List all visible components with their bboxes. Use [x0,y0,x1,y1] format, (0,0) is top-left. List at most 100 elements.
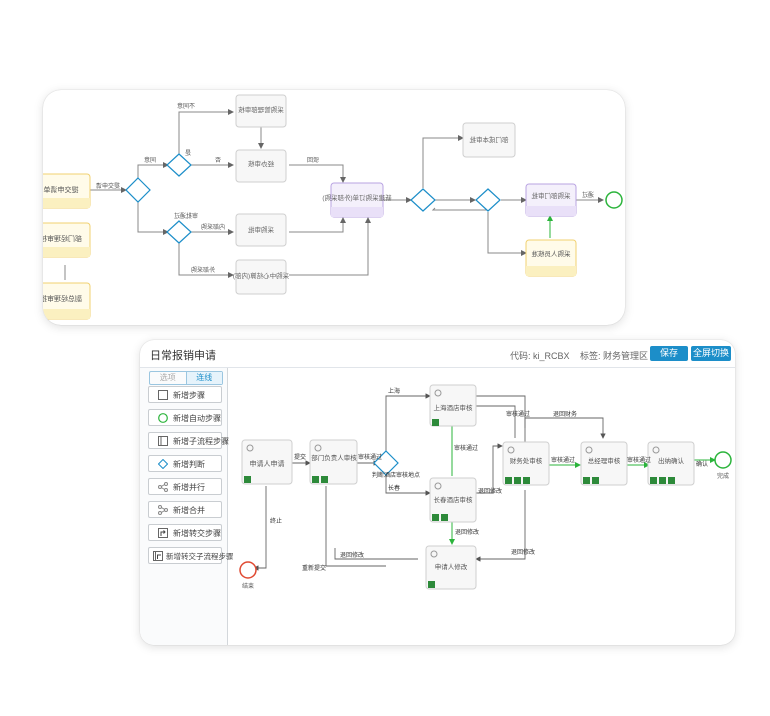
tool-label: 新增判断 [173,460,205,469]
user-icon [246,444,254,452]
flow-tag: 标签: 财务管理区 [580,351,649,361]
mirrored-node: 采购人员核准 [525,239,577,277]
node-label: 申请人申请 [250,459,285,468]
edge [178,109,234,155]
decision-icon[interactable] [373,450,399,476]
node-shanghai[interactable]: 上海酒店审核 [429,384,477,427]
edge-label: 退回修改 [511,548,535,556]
edge-approve-sh[interactable] [476,405,516,438]
node-dept[interactable]: 部门负责人审核 [309,439,358,485]
add-transfer-step-button[interactable]: 新增转交步骤 [148,524,222,541]
edge-changchun[interactable] [385,475,431,496]
end-circle-icon[interactable] [239,561,257,579]
edge-return-finance-2[interactable] [524,417,606,439]
end-circle-icon [605,191,623,209]
mirrored-label: 采购审批 [248,225,275,234]
decision-icon [166,153,192,177]
user-icon [507,446,515,454]
mirrored-edge-label: 外部采购 [191,266,215,274]
auto-step-icon [158,413,168,423]
designer-header: 日常报销申请 代码: ki_RCBX 标签: 财务管理区 保存 全屏切换 [140,340,735,368]
decision-icon [410,188,436,212]
node-changchun[interactable]: 长春酒店审核 [429,477,477,523]
tab-connect[interactable]: 连线 [185,372,222,384]
flow-canvas[interactable]: 申请人申请 部门负责人审核 上海酒店审核 长春酒店审核 申请人修改 [228,368,735,645]
mirrored-edge-label: 驳回 [307,156,319,164]
user-icon [652,446,660,454]
edge-approve-cc[interactable] [476,443,503,494]
edge-terminate[interactable] [253,486,267,571]
edge-label: 判断酒店审核地点 [372,471,420,479]
node-label: 长春酒店审核 [434,495,474,504]
edge-return-finance[interactable] [476,395,526,446]
tool-label: 新增自动步骤 [173,414,221,423]
edge-return-modify[interactable] [334,548,418,560]
tool-label: 新增转交步骤 [173,529,221,538]
node-label: 出纳确认 [658,456,685,465]
edge [178,242,234,278]
flag-icon [592,477,599,484]
flag-icon [659,477,666,484]
add-step-button[interactable]: 新增步骤 [148,386,222,403]
merge-icon [158,505,168,515]
edge [289,217,371,276]
mirrored-label: 部门成本审批 [469,135,509,144]
add-decision-button[interactable]: 新增判断 [148,455,222,472]
edge [137,162,169,178]
user-icon [434,389,442,397]
mirrored-node: 部门经理审核 [43,222,91,258]
done-circle-icon[interactable] [714,451,732,469]
transfer-subprocess-icon [153,551,163,561]
node-label: 申请人修改 [435,562,468,571]
subprocess-icon [158,436,168,446]
mirrored-label: 部门经理审核 [43,234,82,243]
mirrored-edge-label: 通过 [582,191,594,199]
add-parallel-button[interactable]: 新增并行 [148,478,222,495]
node-label: 上海酒店审核 [434,403,474,412]
page-title: 日常报销申请 [150,350,216,362]
edge-label: 确认 [696,460,708,468]
flag-icon [244,476,251,483]
fullscreen-button[interactable]: 全屏切换 [691,346,731,361]
edge-label: 审核通过 [627,456,651,464]
mirrored-workflow-card: 提交申请单 部门经理审核 副总经理审批 采购管理 [43,90,625,325]
mirrored-node [462,122,516,158]
flag-icon [312,476,319,483]
mirrored-label: 采购人员核准 [531,249,571,258]
end-label: 结束 [242,582,254,590]
node-apply[interactable]: 申请人申请 [241,439,293,485]
flag-icon [321,476,328,483]
node-cashier[interactable]: 出纳确认 [647,441,695,486]
edge-shanghai[interactable] [385,393,431,451]
mirrored-node: 提交申请单 [43,173,91,209]
tool-label: 新增并行 [173,483,205,492]
node-gm[interactable]: 总经理审核 [580,441,628,486]
edge-return-modify-2[interactable] [475,490,526,562]
mirrored-edge-label: 不同意 [177,102,195,110]
mirrored-label: 副总经理审批 [43,294,82,303]
node-finance[interactable]: 财务处审核 [502,441,550,486]
edge [137,202,169,235]
save-button[interactable]: 保存 [650,346,688,361]
mirrored-node: 新建采购订单(外部采购) [322,182,392,218]
edge [289,164,346,183]
edge-label: 审核通过 [454,444,478,452]
edge-label: 提交 [294,453,306,461]
node-modify[interactable]: 申请人修改 [425,545,477,590]
done-label: 完成 [717,472,729,480]
edge [422,135,464,188]
user-icon [434,482,442,490]
flow-code: 代码: ki_RCBX [510,351,570,361]
decision-icon [166,220,192,244]
add-subprocess-button[interactable]: 新增子流程步骤 [148,432,229,449]
edge-resubmit[interactable] [325,486,386,567]
add-merge-button[interactable]: 新增合并 [148,501,222,518]
mirrored-workflow-canvas: 提交申请单 部门经理审核 副总经理审批 采购管理 [43,94,623,320]
edge-label: 重新提交 [302,564,326,572]
flag-icon [650,477,657,484]
add-transfer-subprocess-button[interactable]: 新增转交子流程步骤 [148,547,234,564]
tab-options[interactable]: 选项 [159,373,176,382]
edge [289,217,346,233]
mirrored-edge-label: 同意 [144,156,156,164]
add-auto-step-button[interactable]: 新增自动步骤 [148,409,222,426]
